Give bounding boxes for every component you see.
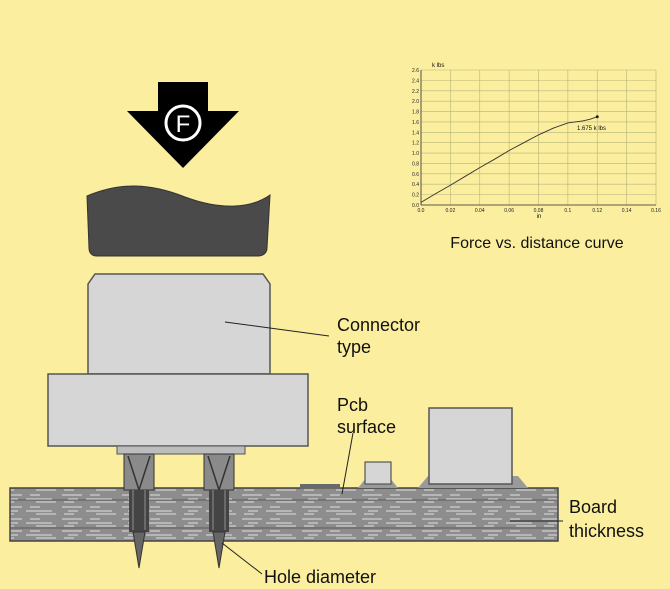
chart-y-tick-label: 0.2 xyxy=(412,193,419,199)
chart-x-axis-label: in xyxy=(537,214,542,220)
press-fit-pin-right xyxy=(203,453,235,569)
chart-ticks: 0.0 0.2 0.4 0.6 0.8 1.0 1.2 1.4 1.6 1.8 2.0 2.2 2.4 2… xyxy=(412,68,661,214)
chart-x-tick-label: 0.02 xyxy=(446,208,456,214)
chart-series-line xyxy=(420,116,598,203)
chart-peak-point xyxy=(595,115,599,119)
chart-series xyxy=(420,115,599,203)
chart-x-tick-label: 0.12 xyxy=(592,208,602,214)
chart-y-tick-label: 2.0 xyxy=(412,99,419,105)
connector-type-label-2: type xyxy=(337,337,371,357)
press-fit-pin-left xyxy=(123,453,155,569)
hole-leader xyxy=(221,542,263,575)
force-symbol: F xyxy=(176,111,191,138)
chart-y-tick-label: 0.0 xyxy=(412,203,419,209)
connector-leader xyxy=(224,321,330,337)
board-thickness-label-1: Board xyxy=(569,497,617,517)
chart-x-tick-label: 0.1 xyxy=(564,208,571,214)
chart-y-tick-label: 1.8 xyxy=(412,110,419,116)
pcb-leader xyxy=(341,432,354,495)
chart-y-tick-label: 1.4 xyxy=(412,130,419,136)
chart-caption: Force vs. distance curve xyxy=(450,235,624,252)
chart-y-tick-label: 2.4 xyxy=(412,78,419,84)
chart-y-tick-label: 1.6 xyxy=(412,120,419,126)
chart-x-tick-label: 0.08 xyxy=(534,208,544,214)
board-thickness-label-2: thickness xyxy=(569,521,644,541)
press-die xyxy=(86,185,271,257)
chart-y-tick-label: 0.4 xyxy=(412,182,419,188)
hole-diameter-label: Hole diameter xyxy=(264,567,376,587)
chart-y-tick-label: 1.2 xyxy=(412,141,419,147)
chart-x-tick-label: 0.04 xyxy=(475,208,485,214)
connector-type-label-1: Connector xyxy=(337,315,420,335)
force-distance-chart: k lbs in 0.0 0.2 0.4 0.6 0.8 1.0 1.2 1.4 1.6 1.8 2… xyxy=(410,60,664,220)
pcb-surface-label-1: Pcb xyxy=(337,395,368,415)
chart-annotation: 1.675 k lbs xyxy=(577,126,606,132)
chart-x-tick-label: 0.0 xyxy=(418,208,425,214)
smd-components xyxy=(300,407,528,489)
chart-y-tick-label: 2.2 xyxy=(412,89,419,95)
chart-y-tick-label: 2.6 xyxy=(412,68,419,74)
chart-y-tick-label: 0.6 xyxy=(412,172,419,178)
chart-x-tick-label: 0.16 xyxy=(651,208,661,214)
chart-x-tick-label: 0.06 xyxy=(504,208,514,214)
pcb-board xyxy=(9,487,559,542)
chart-y-tick-label: 0.8 xyxy=(412,161,419,167)
chart-grid xyxy=(420,69,657,206)
chart-x-tick-label: 0.14 xyxy=(622,208,632,214)
chart-y-axis-label: k lbs xyxy=(432,63,444,69)
chart-y-tick-label: 1.0 xyxy=(412,151,419,157)
force-arrow: F xyxy=(127,82,239,168)
pcb-surface-label-2: surface xyxy=(337,417,396,437)
connector-body xyxy=(47,273,309,455)
